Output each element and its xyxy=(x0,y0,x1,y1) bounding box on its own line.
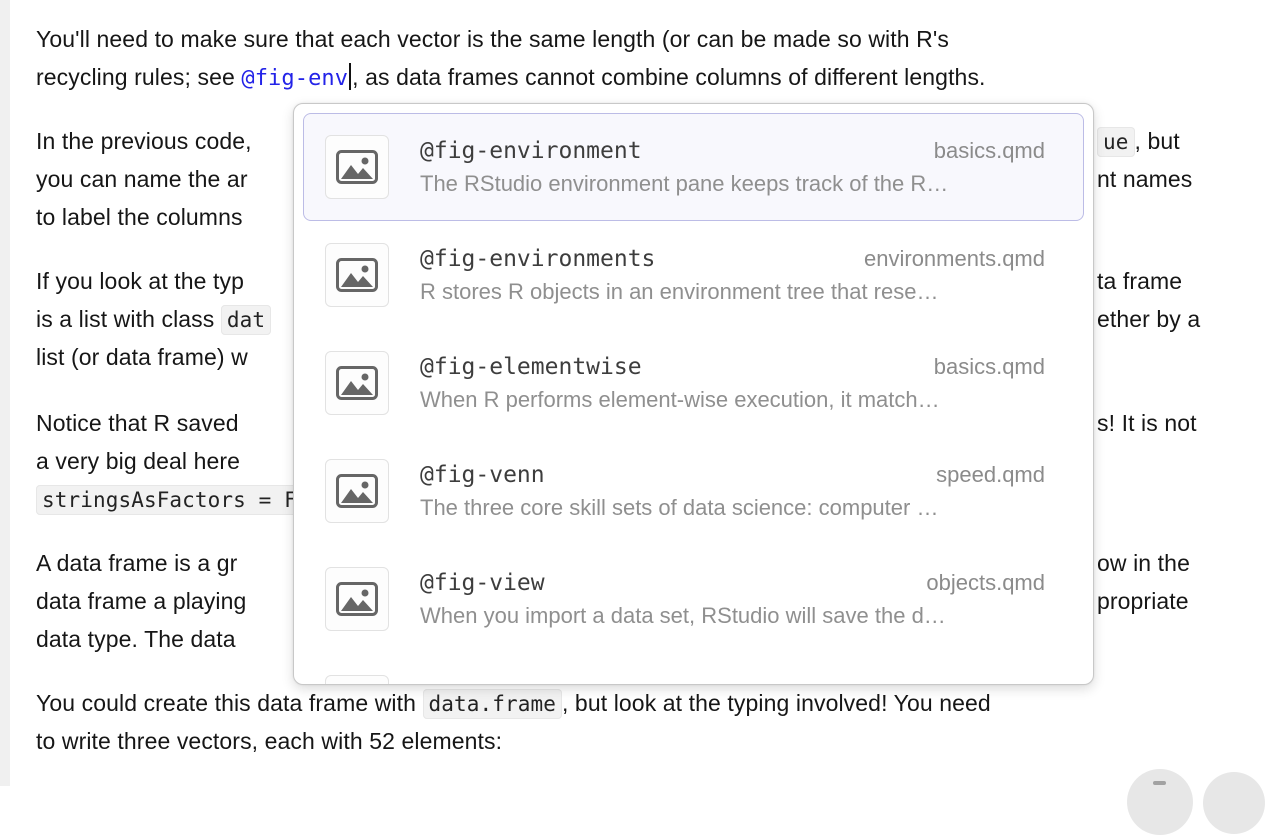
doc-text: is a list with class xyxy=(36,306,221,332)
doc-line-12: data frame a playing xyxy=(36,582,246,620)
doc-line-0: You'll need to make sure that each vecto… xyxy=(36,20,949,58)
doc-line-3: you can name the ar xyxy=(36,160,248,198)
completion-item-ref: @fig-elementwise xyxy=(420,353,642,380)
doc-line-13: data type. The data xyxy=(36,620,236,658)
doc-line-5: If you look at the typ xyxy=(36,262,244,300)
completion-item-description: The three core skill sets of data scienc… xyxy=(420,494,939,520)
doc-line-6-right: ether by a xyxy=(1097,300,1200,338)
doc-text: , but look at the typing involved! You n… xyxy=(561,690,991,716)
doc-line-11-right: ow in the xyxy=(1097,544,1190,582)
document-editor[interactable]: You'll need to make sure that each vecto… xyxy=(0,0,1268,786)
doc-text: You could create this data frame with xyxy=(36,690,423,716)
doc-text: recycling rules; see xyxy=(36,64,242,90)
doc-line-12-right: propriate xyxy=(1097,582,1189,620)
image-icon xyxy=(325,675,389,684)
doc-line-6: is a list with class dat xyxy=(36,300,272,338)
completion-item-description: When you import a data set, RStudio will… xyxy=(420,602,946,628)
floating-button-right[interactable] xyxy=(1203,772,1265,834)
doc-text: to write three vectors, each with 52 ele… xyxy=(36,728,503,754)
completion-item-filename: basics.qmd xyxy=(933,137,1045,163)
doc-text: If you look at the typ xyxy=(36,268,245,294)
completion-item-ref: @fig-view xyxy=(420,569,545,596)
doc-text: You'll need to make sure that each vecto… xyxy=(36,26,949,52)
completion-item-ref: @fig-environment xyxy=(420,137,642,164)
completion-item-description: R stores R objects in an environment tre… xyxy=(420,278,939,304)
completion-item-filename: basics.qmd xyxy=(933,353,1045,379)
completion-item-description: The RStudio environment pane keeps track… xyxy=(420,170,949,196)
doc-line-3-right: nt names xyxy=(1097,160,1192,198)
doc-text: ta frame xyxy=(1097,268,1183,294)
doc-line-8: Notice that R saved xyxy=(36,404,239,442)
doc-line-11: A data frame is a gr xyxy=(36,544,237,582)
image-icon xyxy=(325,243,389,307)
completion-item-filename: speed.qmd xyxy=(936,461,1045,487)
doc-text: ow in the xyxy=(1097,550,1190,576)
doc-text: a very big deal here xyxy=(36,448,241,474)
completion-item-ref: @fig-environments xyxy=(420,245,656,272)
crossref-token: @fig-env xyxy=(241,66,349,91)
doc-text: list (or data frame) w xyxy=(36,344,248,370)
completion-item-1[interactable]: @fig-environments environments.qmd R store… xyxy=(303,221,1084,329)
image-icon xyxy=(325,135,389,199)
doc-line-14: You could create this data frame with da… xyxy=(36,684,991,722)
doc-text: data frame a playing xyxy=(36,588,247,614)
doc-text: , as data frames cannot combine columns … xyxy=(352,64,986,90)
doc-line-7: list (or data frame) w xyxy=(36,338,248,376)
doc-text: propriate xyxy=(1097,588,1189,614)
pane-edge xyxy=(0,0,10,786)
doc-text: s! It is not xyxy=(1097,410,1197,436)
doc-text: , but xyxy=(1134,128,1180,154)
doc-text: you can name the ar xyxy=(36,166,248,192)
floating-button-icon xyxy=(1153,781,1166,785)
doc-text: data type. The data xyxy=(36,626,236,652)
image-icon xyxy=(325,567,389,631)
floating-button-left[interactable] xyxy=(1127,769,1193,835)
doc-line-5-right: ta frame xyxy=(1097,262,1182,300)
completion-item-5[interactable]: @fig- xyxy=(303,653,1084,684)
inline-code: ue xyxy=(1097,127,1135,157)
doc-line-4: to label the columns xyxy=(36,198,243,236)
doc-text: Notice that R saved xyxy=(36,410,239,436)
doc-text: to label the columns xyxy=(36,204,243,230)
doc-text: nt names xyxy=(1097,166,1193,192)
inline-code: dat xyxy=(220,305,272,335)
doc-line-9: a very big deal here xyxy=(36,442,240,480)
completion-item-filename: objects.qmd xyxy=(926,569,1045,595)
inline-code: stringsAsFactors = F xyxy=(36,485,303,515)
doc-line-1: recycling rules; see @fig-env, as data f… xyxy=(36,58,986,96)
completion-item-filename: environments.qmd xyxy=(864,245,1045,271)
completion-item-description: When R performs element-wise execution, … xyxy=(420,386,940,412)
doc-line-8-right: s! It is not xyxy=(1097,404,1197,442)
text-cursor xyxy=(349,63,352,90)
image-icon xyxy=(325,351,389,415)
doc-text: In the previous code, xyxy=(36,128,252,154)
completion-item-ref: @fig-venn xyxy=(420,461,545,488)
completion-item-text: @fig-environments environments.qmd R store… xyxy=(420,246,1069,305)
doc-line-2: In the previous code, xyxy=(36,122,252,160)
doc-text: A data frame is a gr xyxy=(36,550,238,576)
inline-code: data.frame xyxy=(422,689,562,719)
doc-line-2-right: ue, but xyxy=(1097,122,1180,160)
doc-text: ether by a xyxy=(1097,306,1201,332)
image-icon xyxy=(325,459,389,523)
doc-line-15: to write three vectors, each with 52 ele… xyxy=(36,722,502,760)
doc-line-10: stringsAsFactors = F xyxy=(36,480,303,518)
